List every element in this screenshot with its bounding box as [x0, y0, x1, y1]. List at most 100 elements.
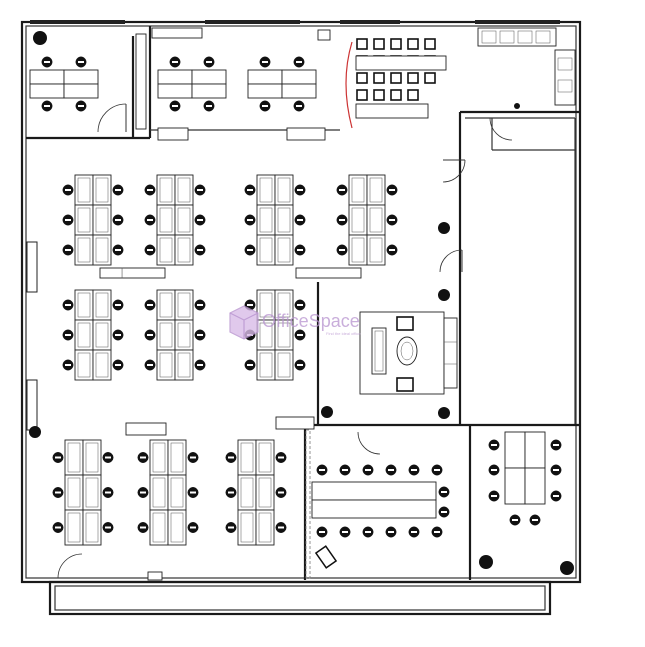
cube-logo-icon: [229, 305, 259, 340]
desk-surface: [170, 442, 184, 473]
desk: [156, 319, 176, 351]
desk: [64, 474, 84, 511]
desk: [237, 509, 257, 546]
desk-surface: [85, 477, 99, 508]
desk: [524, 467, 546, 505]
boardroom-table: [311, 499, 437, 519]
plant: [321, 406, 333, 418]
chair-seat: [365, 469, 371, 471]
desk-surface: [77, 177, 91, 203]
desk: [74, 234, 94, 266]
desk-surface: [258, 442, 272, 473]
storage-units: [99, 27, 362, 581]
chair-seat: [140, 456, 146, 459]
cafe-chair: [424, 38, 436, 50]
chair-seat: [147, 304, 153, 306]
desk: [29, 83, 65, 99]
chair-seat: [297, 189, 303, 191]
desk-surface: [351, 237, 365, 263]
cafe-chair: [356, 38, 368, 50]
chair-seat: [339, 249, 345, 251]
chair-seat: [553, 495, 559, 497]
desk: [74, 319, 94, 351]
desk-surface: [277, 207, 291, 233]
chair-seat: [228, 526, 234, 529]
desk-surface: [259, 352, 273, 378]
chair-seat: [389, 249, 395, 251]
chair-seat: [197, 189, 203, 191]
chair-seat: [65, 219, 71, 221]
kitchen-counter: [317, 27, 576, 106]
chair-seat: [297, 334, 303, 336]
desk: [281, 69, 317, 85]
chair-seat: [434, 531, 440, 533]
chair-seat: [342, 531, 348, 533]
chair-seat: [206, 105, 212, 107]
chair-seat: [441, 511, 447, 513]
desk: [366, 234, 386, 266]
desk-surface: [277, 177, 291, 203]
desk: [174, 174, 194, 206]
chair-seat: [247, 249, 253, 251]
plant: [514, 103, 520, 109]
chair-seat: [190, 456, 196, 459]
desk: [92, 319, 112, 351]
desk-surface: [159, 352, 173, 378]
desk-surface: [159, 292, 173, 318]
chair-seat: [147, 219, 153, 221]
cafe-chair: [407, 72, 419, 84]
chair-seat: [247, 189, 253, 191]
furniture-layer: [29, 31, 574, 575]
cafe-chair: [356, 72, 368, 84]
chair-seat: [411, 531, 417, 533]
chair-seat: [197, 249, 203, 251]
desk: [256, 349, 276, 381]
desk-surface: [369, 237, 383, 263]
desk: [63, 69, 99, 85]
desk: [191, 83, 227, 99]
cafe-chair: [424, 72, 436, 84]
boardroom-table: [311, 481, 437, 501]
cafe-chair: [407, 89, 419, 101]
chair-seat: [278, 526, 284, 529]
desk: [82, 509, 102, 546]
chair-seat: [44, 105, 50, 107]
chair-seat: [491, 495, 497, 497]
chair-seat: [197, 219, 203, 221]
chair-seat: [491, 444, 497, 446]
desk-surface: [77, 322, 91, 348]
chair-seat: [262, 105, 268, 107]
desk-surface: [277, 322, 291, 348]
cafe-table: [355, 103, 429, 119]
cafe-chair: [407, 38, 419, 50]
chair-seat: [140, 526, 146, 529]
desk-surface: [159, 237, 173, 263]
desk: [92, 204, 112, 236]
desk: [237, 439, 257, 476]
chair-seat: [115, 304, 121, 306]
chair-seat: [115, 189, 121, 191]
desk: [74, 204, 94, 236]
desk-surface: [85, 512, 99, 543]
desk-surface: [277, 352, 291, 378]
desk-surface: [159, 177, 173, 203]
desk: [256, 204, 276, 236]
outer-walls: [20, 20, 582, 616]
desk-surface: [177, 207, 191, 233]
desk: [174, 234, 194, 266]
chair-seat: [388, 531, 394, 533]
desk: [274, 174, 294, 206]
chair-seat: [228, 491, 234, 494]
desk: [157, 69, 193, 85]
chair-seat: [365, 531, 371, 533]
desk-surface: [77, 352, 91, 378]
chair-seat: [389, 189, 395, 191]
chair-seat: [197, 334, 203, 336]
desk-surface: [159, 207, 173, 233]
chair-seat: [411, 469, 417, 471]
chair-seat: [297, 304, 303, 306]
desk-surface: [85, 442, 99, 473]
desk: [82, 474, 102, 511]
cafe-chair: [373, 89, 385, 101]
